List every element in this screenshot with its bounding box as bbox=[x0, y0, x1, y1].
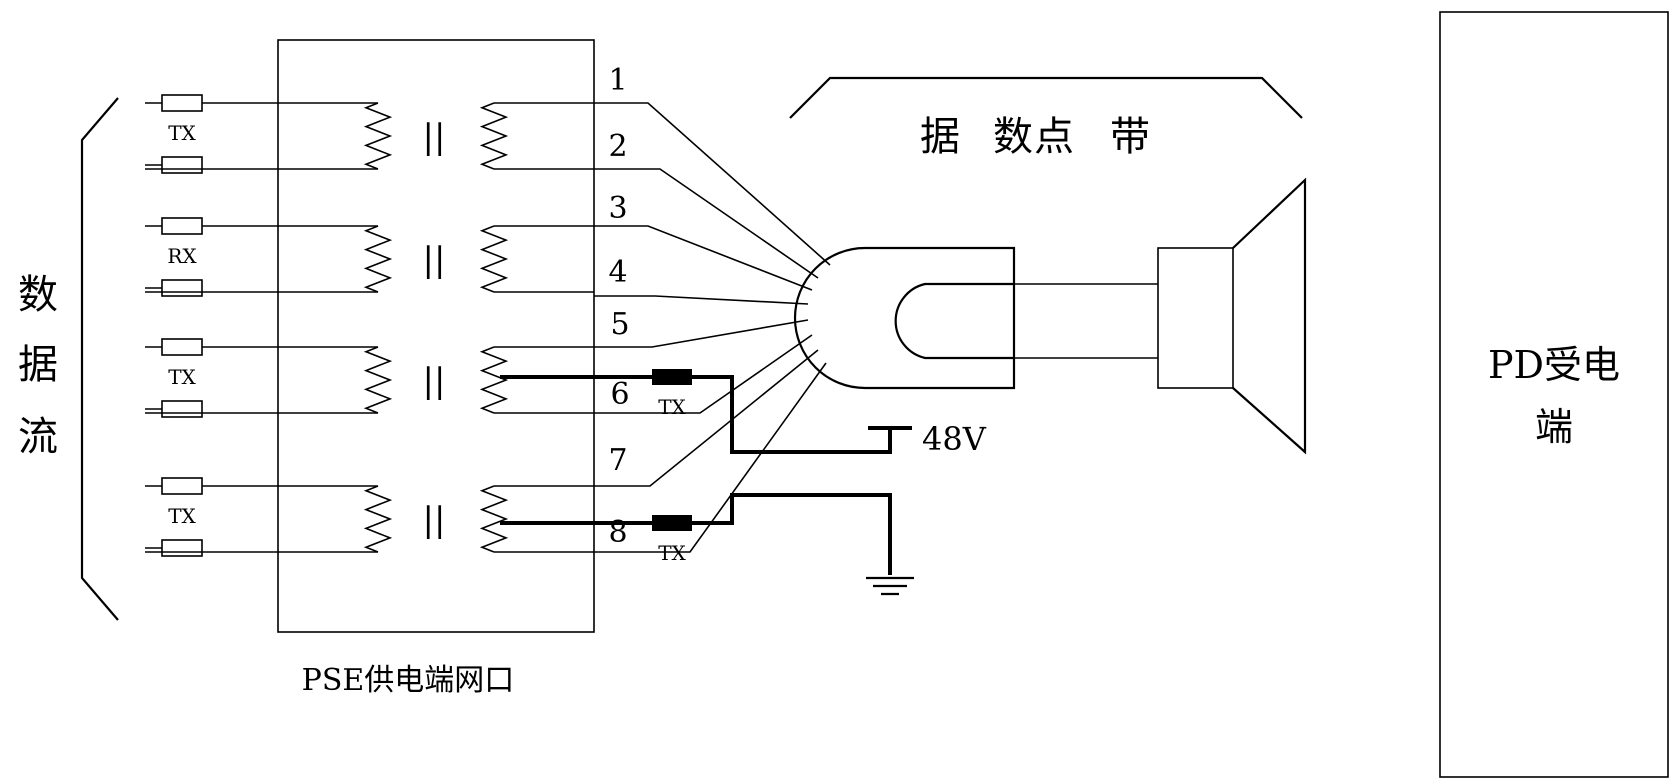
pin-number-1: 1 bbox=[608, 63, 627, 98]
pd-label-line-2: 端 bbox=[1535, 405, 1573, 449]
inline-component-label-1: TX bbox=[658, 395, 686, 419]
powered-data-label-char-4: 据 bbox=[920, 114, 960, 160]
input-resistor bbox=[162, 401, 202, 417]
pin-number-4: 4 bbox=[608, 255, 627, 290]
receiver-body bbox=[1158, 248, 1233, 388]
left-bracket bbox=[82, 98, 118, 620]
pd-label-line-1: PD受电 bbox=[1488, 343, 1620, 387]
pin-labels: 1 2 3 4 5 6 7 8 bbox=[608, 63, 629, 550]
inline-component-2 bbox=[652, 515, 692, 531]
transformer-core: || bbox=[423, 117, 446, 157]
powered-data-label-char-2: 点 bbox=[1034, 114, 1074, 160]
data-stream-label-char-2: 据 bbox=[18, 342, 58, 388]
rj45-plug-outline bbox=[795, 248, 1014, 388]
inline-component-label-2: TX bbox=[658, 541, 686, 565]
transformer-core: || bbox=[423, 361, 446, 401]
pin-wire bbox=[594, 350, 818, 486]
input-resistor bbox=[162, 218, 202, 234]
input-resistor bbox=[162, 478, 202, 494]
transformer-core: || bbox=[423, 240, 446, 280]
powered-data-label-char-1: 带 bbox=[1110, 114, 1150, 160]
pin-number-3: 3 bbox=[608, 191, 627, 226]
input-resistor bbox=[162, 280, 202, 296]
channel-label: TX bbox=[168, 504, 196, 528]
powered-data-label-char-3: 数 bbox=[993, 114, 1033, 160]
input-resistor bbox=[162, 157, 202, 173]
input-resistor bbox=[162, 339, 202, 355]
channel-label: TX bbox=[168, 365, 196, 389]
pin-wire bbox=[594, 296, 808, 304]
pin-number-7: 7 bbox=[608, 443, 627, 478]
receiver-horn bbox=[1233, 180, 1305, 452]
pin-number-8: 8 bbox=[608, 515, 627, 550]
top-bracket bbox=[790, 78, 1302, 118]
pin-number-2: 2 bbox=[608, 129, 627, 164]
pse-port-label: PSE供电端网口 bbox=[302, 663, 515, 698]
pd-box bbox=[1440, 12, 1668, 777]
voltage-label: 48V bbox=[922, 420, 987, 458]
input-resistor bbox=[162, 95, 202, 111]
channel-label: RX bbox=[167, 244, 197, 268]
pin-wire bbox=[594, 103, 830, 265]
channel-label: TX bbox=[168, 121, 196, 145]
pin-number-5: 5 bbox=[610, 307, 629, 342]
pin-number-6: 6 bbox=[610, 377, 629, 412]
inline-component-1 bbox=[652, 369, 692, 385]
data-stream-label-char-3: 流 bbox=[18, 414, 58, 460]
input-resistor bbox=[162, 540, 202, 556]
data-stream-label-char-1: 数 bbox=[18, 272, 58, 318]
rj45-plug-inner-slot bbox=[896, 284, 1014, 358]
transformer-core: || bbox=[423, 500, 446, 540]
